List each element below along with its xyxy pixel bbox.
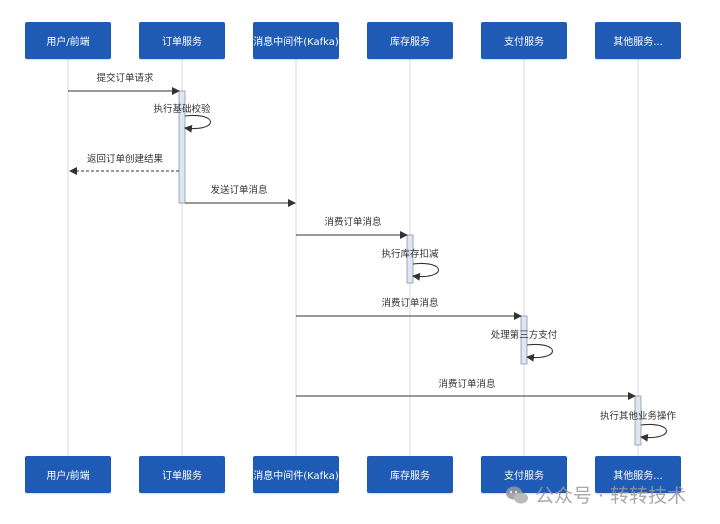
activation-bar-other <box>634 395 642 446</box>
self-message-arrow <box>640 423 668 442</box>
activation-bar-inventory <box>406 234 414 284</box>
message-label: 消费订单消息 <box>324 217 382 228</box>
actor-other-bottom: 其他服务... <box>595 456 681 493</box>
message-label: 提交订单请求 <box>96 73 154 84</box>
message-label: 处理第三方支付 <box>490 330 558 341</box>
self-message-arrow <box>184 114 212 133</box>
wechat-icon <box>505 485 529 505</box>
message-label: 消费订单消息 <box>438 379 496 390</box>
activation-bar-payment <box>520 315 528 365</box>
message-label: 发送订单消息 <box>210 185 268 196</box>
actor-user-bottom: 用户/前端 <box>25 456 111 493</box>
message-label: 执行库存扣减 <box>381 249 439 260</box>
actor-mq-top: 消息中间件(Kafka) <box>253 22 339 59</box>
message-label: 消费订单消息 <box>381 298 439 309</box>
activation-bar-order <box>178 90 186 204</box>
self-message-arrow <box>526 343 554 362</box>
actor-other-top: 其他服务... <box>595 22 681 59</box>
actor-inventory-top: 库存服务 <box>367 22 453 59</box>
message-label: 执行基础校验 <box>153 104 211 115</box>
actor-mq-bottom: 消息中间件(Kafka) <box>253 456 339 493</box>
actor-payment-top: 支付服务 <box>481 22 567 59</box>
message-label: 返回订单创建结果 <box>86 154 164 165</box>
actor-order-bottom: 订单服务 <box>139 456 225 493</box>
actor-user-top: 用户/前端 <box>25 22 111 59</box>
watermark-text: 公众号 · 转转技术 <box>535 485 687 507</box>
actor-payment-bottom: 支付服务 <box>481 456 567 493</box>
self-message-arrow <box>412 262 440 281</box>
watermark: 公众号 · 转转技术 <box>505 481 686 508</box>
actor-order-top: 订单服务 <box>139 22 225 59</box>
message-label: 执行其他业务操作 <box>599 411 677 422</box>
actor-inventory-bottom: 库存服务 <box>367 456 453 493</box>
